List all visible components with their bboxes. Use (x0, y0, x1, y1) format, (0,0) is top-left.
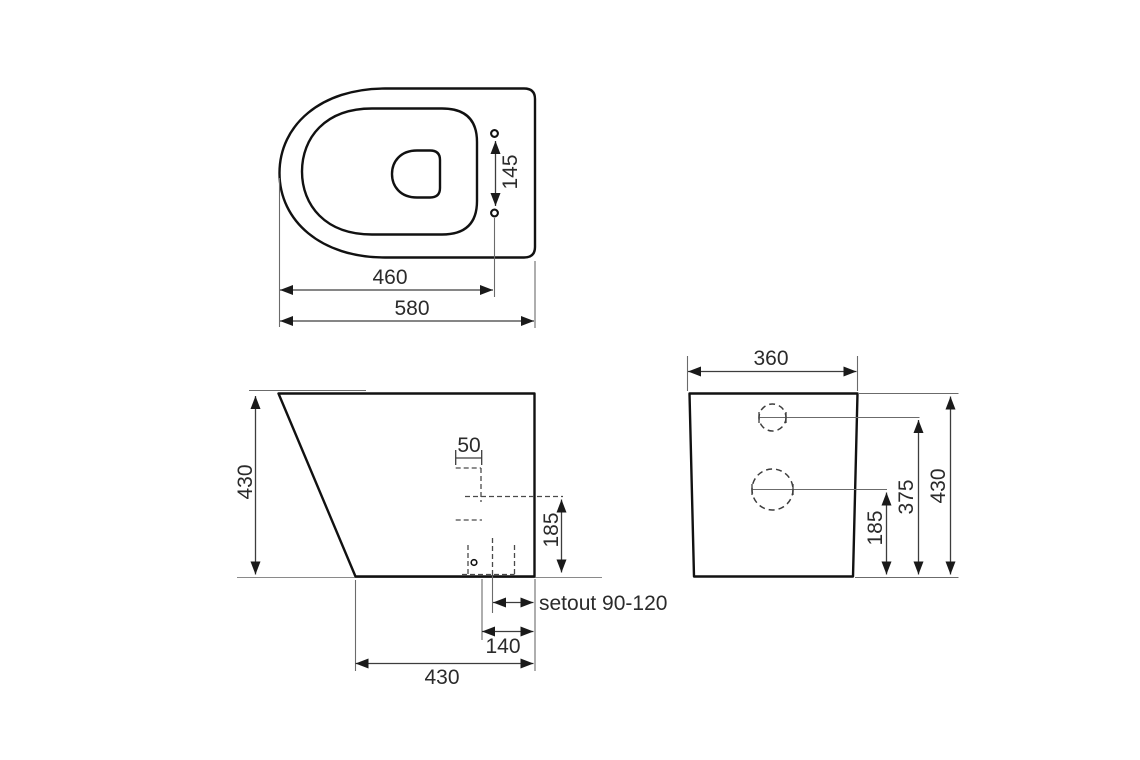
dim-label-bolt-hole-length: 460 (372, 266, 407, 289)
side-view: 430 50 185 setout 90-120 140 430 (234, 389, 667, 689)
pan-side-profile-outline (277, 392, 536, 578)
outlet-detail-hole (470, 558, 478, 567)
seat-outline (300, 107, 479, 236)
dim-label-outlet-height: 185 (540, 512, 563, 547)
seat-fixing-hole-bottom (490, 208, 499, 218)
dim-label-base-depth: 430 (424, 666, 459, 689)
pan-outer-rim-outline (278, 87, 537, 259)
dim-label-setout: setout 90-120 (539, 592, 667, 615)
dim-label-outlet-offset: 140 (485, 635, 520, 658)
pan-rear-outline (688, 392, 859, 578)
dim-label-inlet-height: 375 (895, 479, 918, 514)
seat-fixing-hole-top (490, 129, 499, 138)
bowl-opening-outline (390, 149, 442, 199)
rear-view: 360 185 375 430 (686, 347, 959, 579)
plan-view: 145 460 580 (278, 87, 537, 328)
dim-label-rear-height: 430 (927, 468, 950, 503)
dim-label-overall-length: 580 (394, 297, 429, 320)
dim-label-inlet-width: 50 (457, 434, 480, 457)
dim-label-height: 430 (234, 464, 257, 499)
dim-label-rear-outlet-height: 185 (864, 510, 887, 545)
dim-label-hole-spacing: 145 (499, 154, 522, 189)
dim-label-width: 360 (753, 347, 788, 370)
